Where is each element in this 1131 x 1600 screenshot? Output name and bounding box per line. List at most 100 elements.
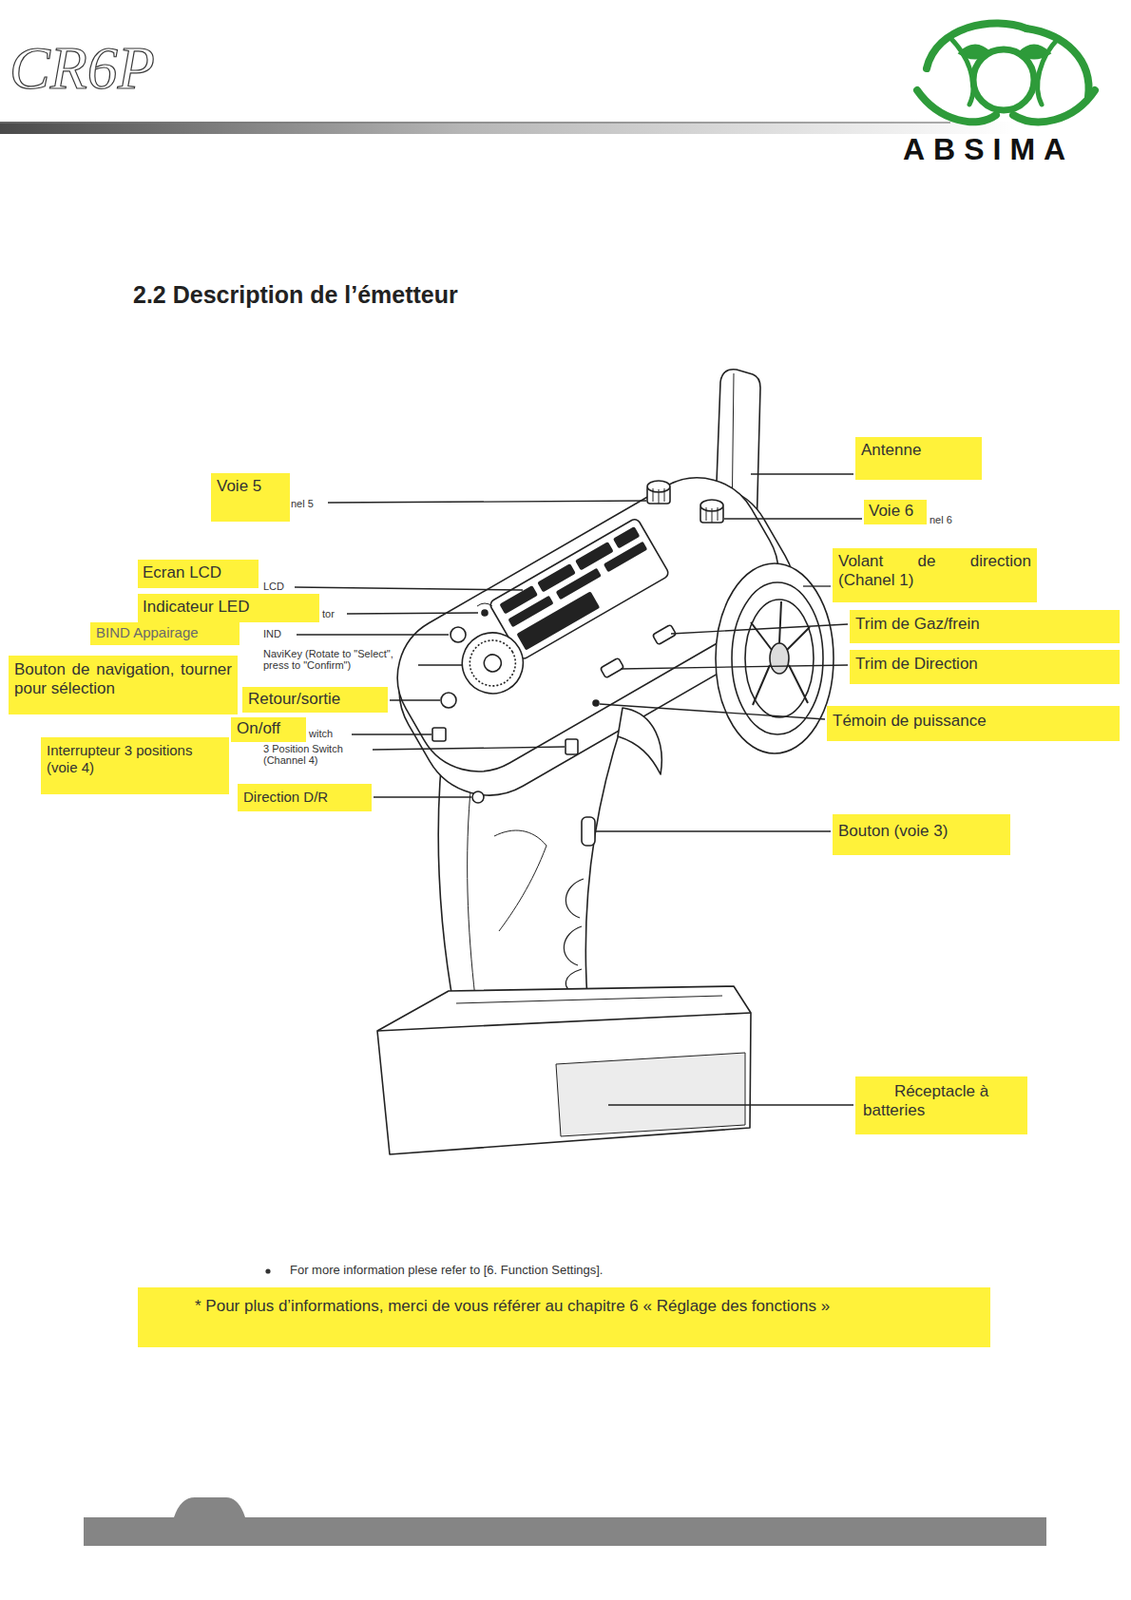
callout-box: Direction D/R (237, 784, 372, 812)
base (555, 1053, 746, 1137)
leader-lines (372, 747, 565, 750)
callout-text: Témoin de puissance (832, 711, 987, 731)
callout-box: Témoin de puissance (826, 706, 1120, 742)
logo-emblem (917, 90, 997, 122)
channel3-button (581, 817, 595, 846)
dr-knob (472, 791, 484, 804)
channel-knob (706, 507, 718, 523)
logo-emblem (1037, 38, 1059, 105)
body-deck (451, 621, 535, 705)
channel-knob (652, 488, 665, 504)
grip (467, 781, 476, 998)
callout-box: Retour/sortie (242, 687, 388, 713)
callout-text: Volant de direction (Chanel 1) (838, 552, 1032, 592)
trim-button (651, 624, 676, 645)
leader-lines (346, 613, 479, 614)
note-box: * Pour plus d’informations, merci de vou… (137, 1287, 991, 1348)
callout-box: Bouton de navigation, tourner pour sélec… (8, 655, 238, 715)
callout-text: Trim de Direction (855, 654, 978, 674)
callout-text: Ecran LCD (142, 563, 222, 583)
return-button (440, 692, 457, 709)
english-label: LCD (263, 580, 285, 593)
leader-lines (599, 704, 825, 720)
callout-text: Trim de Gaz/frein (855, 614, 980, 634)
footer-bar (83, 1497, 1047, 1547)
leader-lines (327, 500, 647, 503)
grip (565, 879, 584, 919)
callout-text: Bouton de navigation, tourner pour sélec… (14, 660, 232, 700)
callout-box: BIND Appairage (90, 622, 240, 646)
body-deck (369, 452, 820, 821)
header-title: CR6P (9, 38, 155, 99)
leader-lines (351, 733, 432, 735)
leader-lines (389, 699, 441, 701)
steering-wheel (715, 563, 834, 754)
transmitter-illustration (369, 369, 834, 1155)
callout-box: Interrupteur 3 positions (voie 4) (40, 737, 230, 795)
logo-emblem (950, 38, 974, 105)
logo-emblem (917, 22, 1095, 122)
callout-text: Voie 5 (216, 477, 262, 497)
base (377, 1013, 751, 1032)
body-deck (461, 632, 525, 695)
body-deck (516, 591, 600, 651)
bullet-mark (265, 1268, 270, 1274)
trim-button (599, 657, 624, 678)
english-label: witch (308, 728, 333, 740)
callout-box: Réceptacle à batteries (855, 1076, 1028, 1135)
body-deck (603, 541, 649, 574)
leader-lines (418, 664, 462, 666)
grip (563, 926, 582, 966)
power-indicator (593, 700, 599, 707)
leader-lines (296, 633, 449, 635)
callout-text: BIND Appairage (95, 624, 199, 642)
callout-box: Bouton (voie 3) (832, 814, 1011, 856)
callout-box: Voie 5 (210, 473, 290, 522)
base (377, 986, 751, 1155)
callout-box: Trim de Gaz/frein (849, 610, 1120, 644)
callout-text: Interrupteur 3 positions (voie 4) (46, 742, 197, 777)
leader-lines (620, 665, 848, 670)
callout-text: On/off (236, 719, 281, 739)
callout-text: Retour/sortie (248, 690, 341, 710)
led-indicator (481, 610, 488, 616)
english-label: NaviKey (Rotate to "Select", press to "C… (263, 648, 416, 672)
callout-box: Indicateur LED (137, 594, 320, 623)
logo-emblem (1013, 90, 1095, 122)
english-label: nel 6 (929, 514, 953, 526)
steering-wheel (745, 599, 814, 718)
callout-box: Ecran LCD (137, 559, 259, 589)
leader-lines (294, 587, 523, 591)
english-label: IND (263, 628, 282, 640)
english-label: nel 5 (290, 498, 314, 510)
body-deck (480, 651, 505, 676)
leader-lines (373, 796, 472, 798)
steering-wheel (769, 643, 789, 674)
callout-text: Bouton (voie 3) (838, 822, 948, 842)
callout-text: Indicateur LED (142, 597, 250, 617)
leader-lines (803, 585, 831, 587)
callout-text: Direction D/R (243, 788, 328, 806)
grip (494, 830, 547, 932)
led-indicator (477, 603, 493, 616)
callout-text: Voie 6 (868, 501, 914, 521)
brand-name: ABSIMA (902, 133, 1074, 168)
callout-box: Volant de direction (Chanel 1) (832, 548, 1037, 603)
callout-box: Voie 6 (863, 499, 927, 525)
callout-text: * Pour plus d’informations, merci de vou… (194, 1297, 981, 1317)
callout-text: Réceptacle à batteries (862, 1082, 1020, 1122)
callout-text: Antenne (861, 440, 921, 461)
body-deck (488, 517, 671, 662)
english-label: 3 Position Switch (Channel 4) (263, 743, 368, 767)
header-bar (0, 121, 1017, 135)
english-note: For more information plese refer to [6. … (289, 1264, 603, 1279)
base (456, 996, 723, 1004)
steering-wheel (750, 601, 810, 706)
bind-button (450, 627, 466, 643)
channel-knob (647, 480, 671, 504)
leader-lines (294, 474, 863, 1106)
body-deck (555, 568, 602, 601)
